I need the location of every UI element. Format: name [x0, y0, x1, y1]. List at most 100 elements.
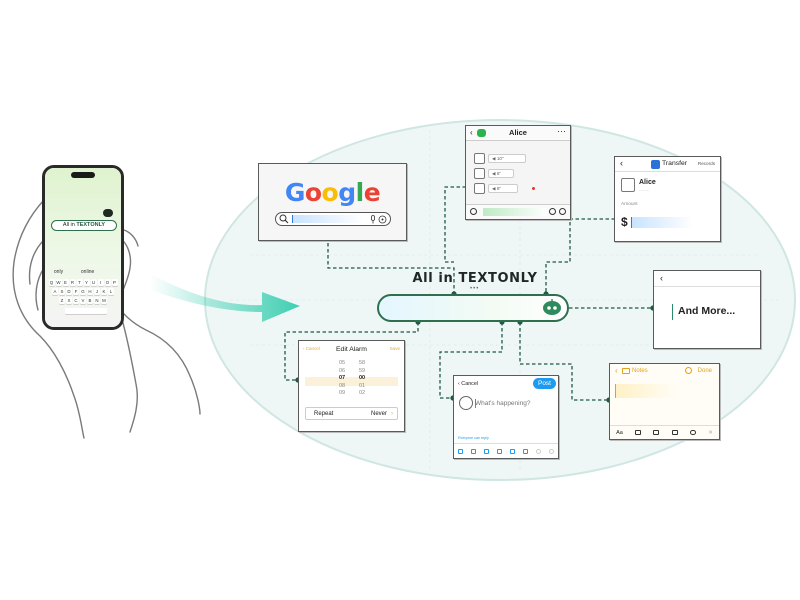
back-chevron-icon[interactable]: ‹: [470, 128, 473, 137]
format-text-button[interactable]: Aa: [616, 429, 623, 436]
keyboard-key[interactable]: H: [87, 288, 93, 295]
repeat-row[interactable]: Repeat Never ›: [305, 407, 398, 420]
post-button[interactable]: Post: [533, 378, 556, 389]
back-chevron-icon[interactable]: ‹: [620, 158, 623, 168]
keyboard-key[interactable]: R: [69, 279, 76, 286]
voice-duration: 6": [496, 171, 501, 176]
keyboard-key[interactable]: S: [59, 288, 65, 295]
google-logo-letter: G: [284, 178, 306, 207]
text-cursor: [292, 215, 293, 223]
microphone-icon[interactable]: [370, 215, 376, 224]
emoji-icon[interactable]: [497, 448, 502, 454]
suggestion-2[interactable]: online: [80, 269, 95, 275]
back-chevron-icon[interactable]: ‹: [660, 273, 663, 283]
voice-message[interactable]: ◀ 8": [474, 183, 554, 195]
keyboard-key[interactable]: E: [62, 279, 69, 286]
amount-label: Amount: [621, 202, 638, 207]
currency-symbol: $: [621, 215, 628, 229]
chat-card: ‹ Alice ··· ◀ 10" ◀ 6" ◀ 8": [465, 125, 571, 220]
records-link[interactable]: Records: [697, 161, 715, 166]
poll-icon[interactable]: [484, 448, 489, 454]
google-logo: Google: [259, 178, 406, 207]
suggestion-1[interactable]: only: [53, 269, 64, 275]
gif-icon[interactable]: [471, 448, 476, 454]
close-icon[interactable]: ✕: [708, 429, 713, 436]
keyboard-key[interactable]: I: [97, 279, 104, 286]
google-logo-letter: e: [363, 178, 381, 207]
keyboard-key[interactable]: A: [52, 288, 58, 295]
wechat-icon: [477, 129, 486, 137]
notes-toolbar: Aa ✕: [610, 425, 719, 439]
keyboard-key[interactable]: N: [94, 297, 100, 304]
keyboard-key[interactable]: W: [55, 279, 62, 286]
keyboard-key[interactable]: F: [73, 288, 79, 295]
keyboard-key[interactable]: J: [94, 288, 100, 295]
textonly-input-bar[interactable]: [377, 294, 569, 322]
post-input[interactable]: What's happening?: [475, 400, 531, 407]
keyboard-key[interactable]: D: [66, 288, 72, 295]
keyboard-key[interactable]: P: [111, 279, 118, 286]
keyboard-key[interactable]: U: [90, 279, 97, 286]
emoji-icon[interactable]: [549, 208, 556, 215]
post-cancel-button[interactable]: ‹ Cancel: [458, 381, 479, 387]
note-body[interactable]: [615, 384, 677, 398]
voice-toggle-icon[interactable]: [470, 208, 477, 215]
keyboard-key[interactable]: V: [80, 297, 86, 304]
chat-input[interactable]: [483, 208, 547, 216]
keyboard-key[interactable]: G: [80, 288, 86, 295]
repeat-value: Never: [370, 411, 387, 417]
alipay-icon: [651, 160, 660, 169]
lens-icon[interactable]: [378, 215, 387, 224]
voice-message[interactable]: ◀ 10": [474, 153, 554, 165]
amount-input[interactable]: [631, 217, 693, 228]
space-key[interactable]: [65, 308, 107, 314]
keyboard-key[interactable]: O: [104, 279, 111, 286]
time-wheel-value: 08: [338, 382, 346, 389]
chevron-right-icon: ›: [391, 411, 393, 417]
media-icon[interactable]: [458, 448, 463, 454]
table-icon[interactable]: [653, 430, 660, 435]
keyboard-key[interactable]: K: [101, 288, 107, 295]
keyboard-key[interactable]: Q: [48, 279, 55, 286]
voice-bubble[interactable]: ◀ 10": [488, 154, 526, 163]
share-icon[interactable]: [685, 367, 692, 374]
voice-bubble[interactable]: ◀ 6": [488, 169, 514, 178]
keyboard-key[interactable]: Y: [83, 279, 90, 286]
phone-input-bubble[interactable]: All in TEXTONLY: [51, 220, 117, 231]
reply-setting[interactable]: Everyone can reply: [458, 436, 489, 440]
camera-icon[interactable]: [671, 430, 678, 435]
progress-icon: [536, 448, 541, 454]
keyboard-key[interactable]: X: [66, 297, 72, 304]
checklist-icon[interactable]: [635, 430, 642, 435]
voice-message[interactable]: ◀ 6": [474, 168, 554, 180]
location-icon[interactable]: [523, 448, 528, 454]
alarm-cancel-button[interactable]: ‹ Cancel: [303, 346, 320, 351]
drag-handle-icon[interactable]: •••: [470, 286, 480, 292]
back-chevron-icon[interactable]: ‹: [615, 366, 618, 375]
keyboard-key[interactable]: Z: [59, 297, 65, 304]
alarm-save-button[interactable]: Save: [389, 346, 400, 351]
keyboard-key[interactable]: L: [108, 288, 114, 295]
more-card: ‹ And More...: [653, 270, 761, 349]
keyboard-key[interactable]: C: [73, 297, 79, 304]
schedule-icon[interactable]: [510, 448, 515, 454]
markup-icon[interactable]: [689, 430, 696, 435]
notes-done-button[interactable]: Done: [697, 368, 712, 374]
keyboard-key[interactable]: B: [87, 297, 93, 304]
plus-icon[interactable]: [559, 208, 566, 215]
transfer-card: ‹ Transfer Records Alice ········ Amount…: [614, 156, 721, 242]
voice-bubble[interactable]: ◀ 8": [488, 184, 518, 193]
google-search-box[interactable]: [275, 212, 391, 226]
keyboard-key[interactable]: M: [101, 297, 107, 304]
voice-duration: 8": [496, 186, 501, 191]
more-options-icon[interactable]: ···: [557, 126, 566, 136]
search-highlight: [293, 215, 363, 223]
keyboard-key[interactable]: T: [76, 279, 83, 286]
google-logo-letter: l: [355, 178, 365, 207]
bot-icon[interactable]: [542, 298, 562, 316]
add-icon[interactable]: [549, 448, 554, 454]
